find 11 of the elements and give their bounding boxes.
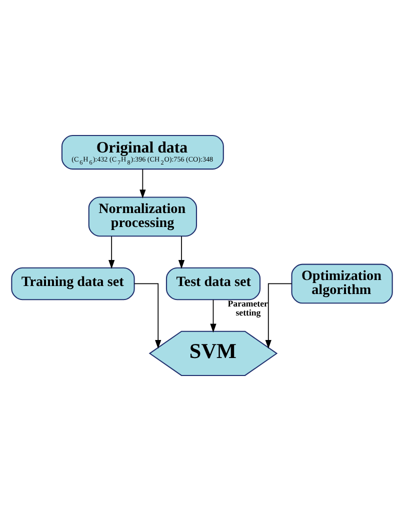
node-box: Optimization algorithm xyxy=(291,264,393,304)
arrow xyxy=(178,236,185,269)
node-box: Normalization processing xyxy=(88,196,198,237)
arrow xyxy=(108,236,115,269)
edge-label: Parameter setting xyxy=(228,298,268,318)
arrow xyxy=(210,299,216,333)
arrow xyxy=(140,168,146,198)
arrow xyxy=(134,283,162,349)
node-box: Test data set xyxy=(166,267,261,300)
node-box: Training data set xyxy=(11,267,135,300)
arrow xyxy=(265,283,292,349)
